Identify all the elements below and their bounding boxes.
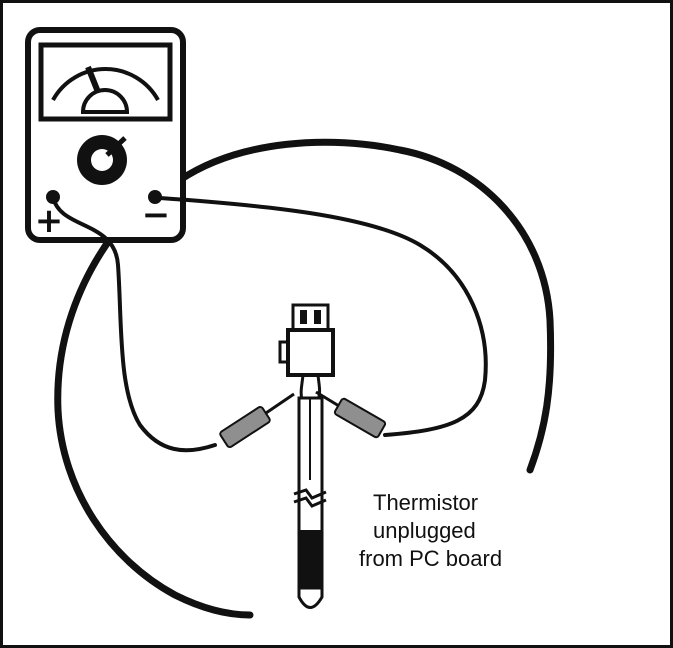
negative-test-lead — [158, 196, 488, 437]
meter-needle-pivot — [80, 88, 130, 114]
positive-probe-tip — [219, 405, 271, 449]
thermistor-wire-right — [316, 374, 322, 401]
multimeter: + − — [25, 27, 186, 243]
negative-symbol: − — [142, 195, 171, 235]
connector-housing — [286, 328, 335, 377]
thermistor-wire-left — [299, 374, 305, 401]
caption-line-2: unplugged — [373, 518, 476, 543]
meter-display — [38, 42, 173, 122]
meter-cable-loop — [176, 138, 555, 474]
meter-cable-loop-lower — [54, 231, 254, 619]
connector-pin-right — [314, 310, 321, 324]
caption-line-3: from PC board — [359, 546, 503, 571]
negative-probe-tip — [333, 397, 387, 439]
thermistor-connector — [278, 303, 335, 377]
negative-jack — [148, 190, 162, 204]
connector-pin-left — [300, 310, 307, 324]
connector-latch — [291, 303, 330, 332]
meter-scale-arc — [51, 67, 160, 101]
meter-dial-pointer — [105, 136, 127, 157]
thermistor-tip — [297, 586, 324, 609]
caption-line-1: Thermistor — [373, 490, 479, 515]
thermistor-sensor — [293, 396, 327, 609]
length-break-mark — [293, 488, 327, 500]
positive-probe — [219, 392, 295, 449]
length-break-mark-2 — [293, 496, 327, 508]
thermistor-sensing-bulb — [300, 530, 321, 590]
positive-probe-needle — [265, 392, 295, 415]
positive-test-lead — [51, 195, 217, 453]
connector-side-tab — [278, 340, 288, 364]
negative-probe — [315, 390, 387, 439]
